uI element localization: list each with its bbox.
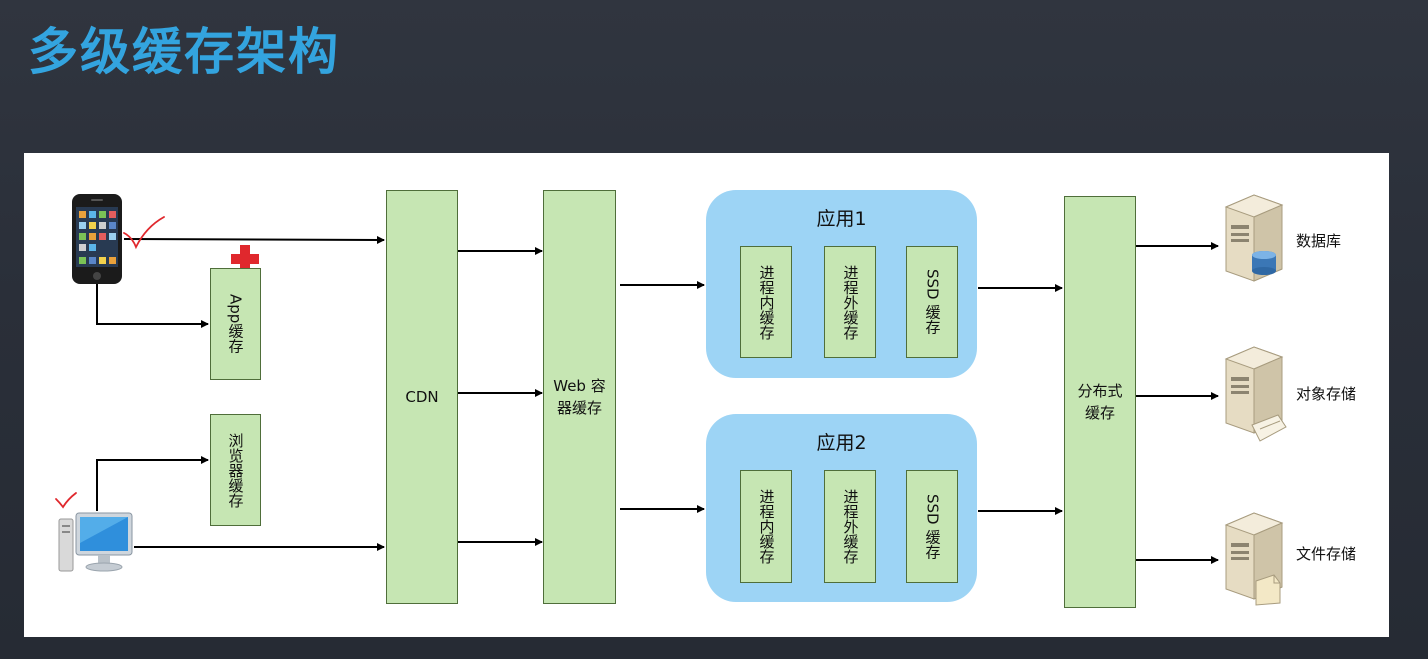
smartphone-icon <box>71 193 123 285</box>
app2-out-proc-label: 进程外缓存 <box>841 489 860 564</box>
cdn-box: CDN <box>386 190 458 604</box>
browser-cache-box: 浏览器缓存 <box>210 414 261 526</box>
app-cache-box: App缓存 <box>210 268 261 380</box>
distributed-cache-box: 分布式缓存 <box>1064 196 1136 608</box>
desktop-computer-icon <box>58 511 134 577</box>
app2-group: 应用2 进程内缓存 进程外缓存 SSD 缓存 <box>706 414 977 602</box>
app2-ssd-cache: SSD 缓存 <box>906 470 958 583</box>
app2-ssd-label: SSD 缓存 <box>923 493 942 560</box>
distributed-cache-label: 分布式缓存 <box>1077 382 1123 422</box>
app-cache-label: App缓存 <box>226 294 245 354</box>
arrow-phone-cdn <box>123 235 385 244</box>
web-cache-label: Web 容器缓存 <box>553 377 606 417</box>
app2-in-proc-cache: 进程内缓存 <box>740 470 792 583</box>
arrow-pc-browsercache <box>96 456 209 511</box>
browser-cache-label: 浏览器缓存 <box>226 432 245 508</box>
app1-out-proc-cache: 进程外缓存 <box>824 246 876 358</box>
app1-out-proc-label: 进程外缓存 <box>841 264 860 340</box>
app2-out-proc-cache: 进程外缓存 <box>824 470 876 583</box>
app2-title: 应用2 <box>816 432 867 454</box>
app1-in-proc-label: 进程内缓存 <box>757 264 776 340</box>
database-label: 数据库 <box>1296 232 1342 250</box>
app1-title: 应用1 <box>816 208 867 230</box>
app1-ssd-label: SSD 缓存 <box>923 269 942 335</box>
arrow-phone-appcache <box>96 283 209 328</box>
red-cross-icon <box>231 245 259 273</box>
app1-ssd-cache: SSD 缓存 <box>906 246 958 358</box>
app1-in-proc-cache: 进程内缓存 <box>740 246 792 358</box>
app1-group: 应用1 进程内缓存 进程外缓存 SSD 缓存 <box>706 190 977 378</box>
object-storage-label: 对象存储 <box>1296 385 1357 403</box>
file-storage-label: 文件存储 <box>1296 545 1357 563</box>
cdn-label: CDN <box>405 388 439 406</box>
diagram-panel: App缓存 浏览器缓存 CDN Web 容器缓存 应用1 进程内缓存 进程外缓存… <box>24 153 1389 637</box>
database-server-icon <box>1220 193 1284 283</box>
checkmark-annotation-icon <box>55 216 165 509</box>
page-title: 多级缓存架构 <box>28 23 340 81</box>
file-storage-server-icon <box>1222 511 1286 607</box>
web-cache-box: Web 容器缓存 <box>543 190 616 604</box>
app2-in-proc-label: 进程内缓存 <box>757 489 776 564</box>
connector-lines <box>55 216 1219 564</box>
object-storage-server-icon <box>1222 345 1288 445</box>
